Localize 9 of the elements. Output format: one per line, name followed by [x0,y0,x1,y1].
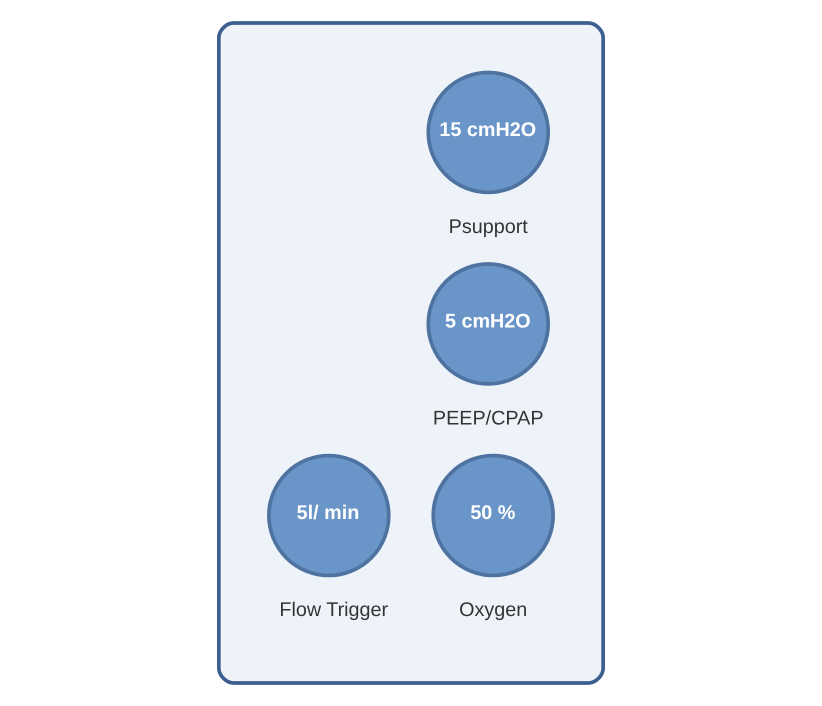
node-circle: 50 % [431,454,555,578]
node-label: Psupport [448,216,528,238]
node-label: PEEP/CPAP [432,407,544,430]
node-label: Flow Trigger [279,598,388,621]
node-circle: 15 cmH2O [426,70,550,194]
node-circle: 5 cmH2O [426,262,550,386]
node-label: Oxygen [459,598,528,621]
cluster [216,21,606,685]
node-circle: 5l/ min [267,454,391,578]
